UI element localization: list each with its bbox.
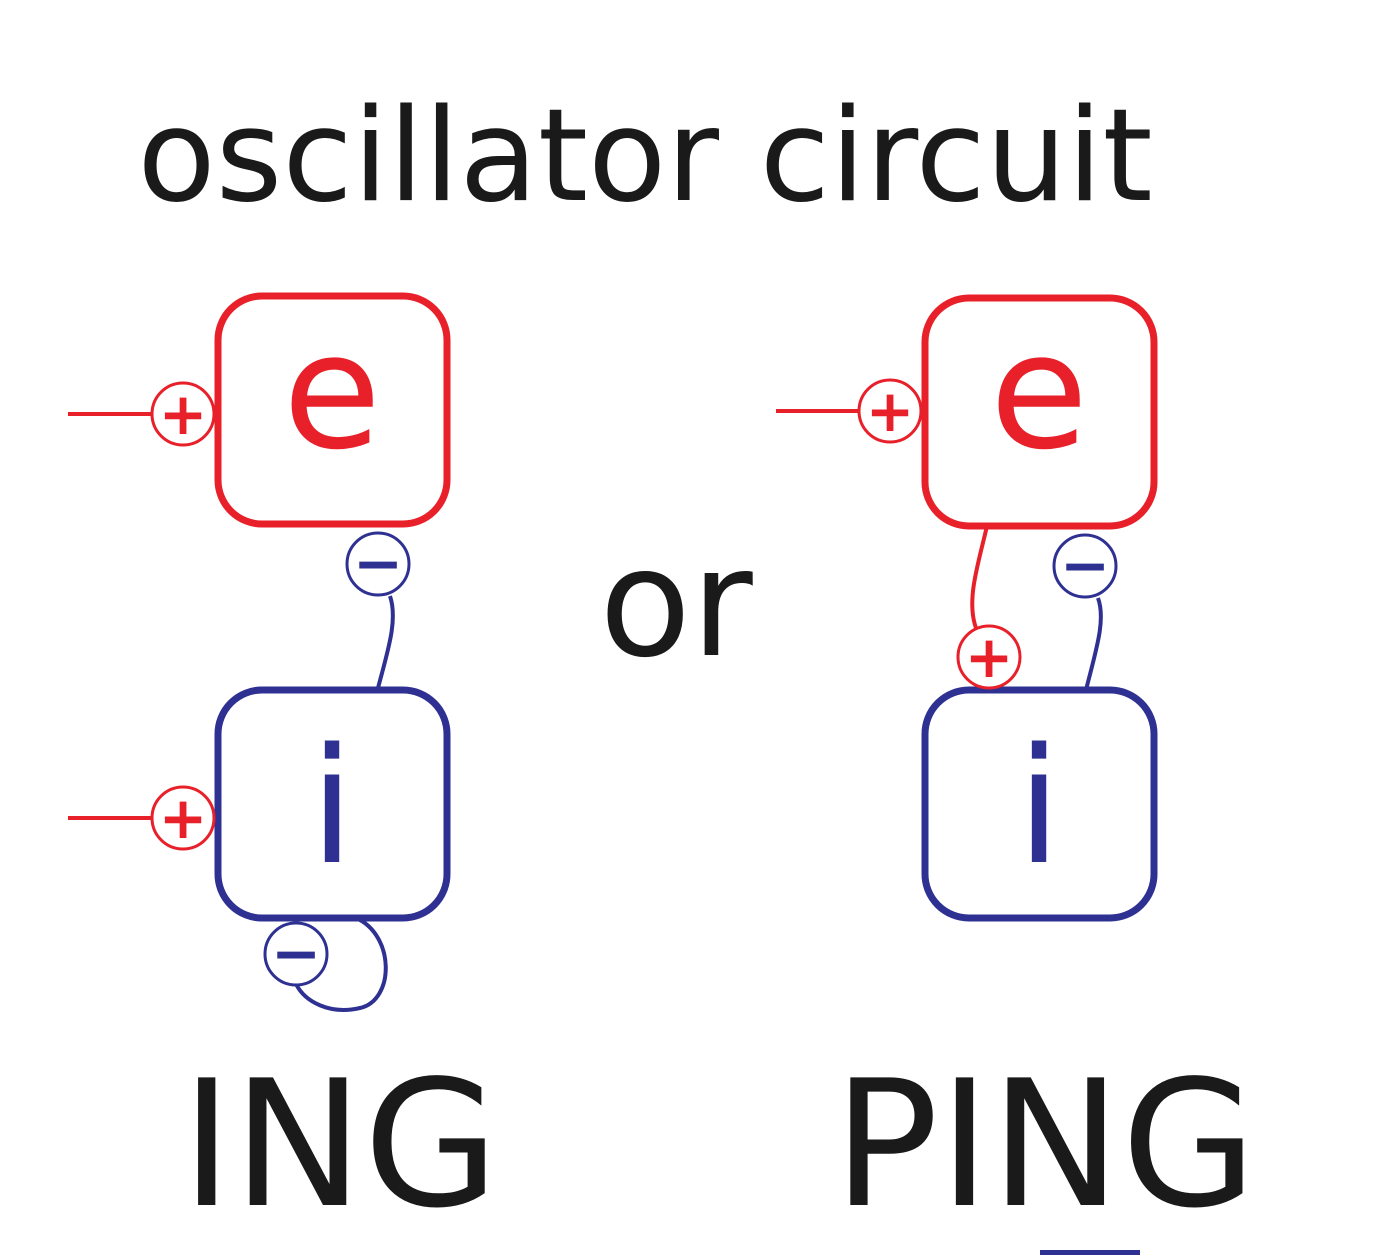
- ping-e-to-i-synapse: [956, 624, 1022, 690]
- ping-e-node: [921, 294, 1158, 530]
- ing-i-label: i: [310, 713, 354, 900]
- bottom-bar: [1040, 1250, 1140, 1255]
- ing-i-to-e-synapse: [345, 531, 411, 597]
- ping-e-to-i-path: [970, 525, 989, 629]
- ing-e-label: e: [283, 298, 381, 485]
- ing-drive-e-synapse: [150, 381, 216, 447]
- ing-drive-e-sign: +: [159, 380, 208, 448]
- ing-e-node: [214, 292, 451, 528]
- ping-i-to-e-path: [1084, 597, 1103, 691]
- diagram-title: oscillator circuit: [137, 82, 1152, 231]
- ing-i-to-e-sign: −: [353, 529, 403, 599]
- ping-i-label: i: [1017, 713, 1061, 900]
- ing-i-self-loop: [294, 916, 388, 1012]
- ing-i-self-sign: −: [271, 919, 321, 989]
- ping-i-node: [921, 686, 1158, 922]
- ping-i-to-e-sign: −: [1060, 531, 1110, 601]
- ping-e-label: e: [990, 298, 1088, 485]
- ing-label: ING: [181, 1044, 499, 1247]
- ing-drive-i-sign: +: [159, 784, 208, 852]
- ing-i-to-e-path: [376, 595, 395, 689]
- ping-label: PING: [833, 1044, 1257, 1247]
- ing-circuit: e i + + − − ING: [68, 292, 499, 1247]
- ing-i-self-synapse: [263, 921, 329, 987]
- ping-drive-e-synapse: [857, 378, 923, 444]
- ing-drive-i-synapse: [150, 785, 216, 851]
- ping-circuit: e i + + − PING: [776, 294, 1257, 1247]
- ping-e-to-i-sign: +: [965, 623, 1014, 691]
- ping-drive-e-sign: +: [866, 377, 915, 445]
- ping-i-to-e-synapse: [1052, 533, 1118, 599]
- or-label: or: [599, 517, 753, 691]
- ing-i-node: [214, 686, 451, 922]
